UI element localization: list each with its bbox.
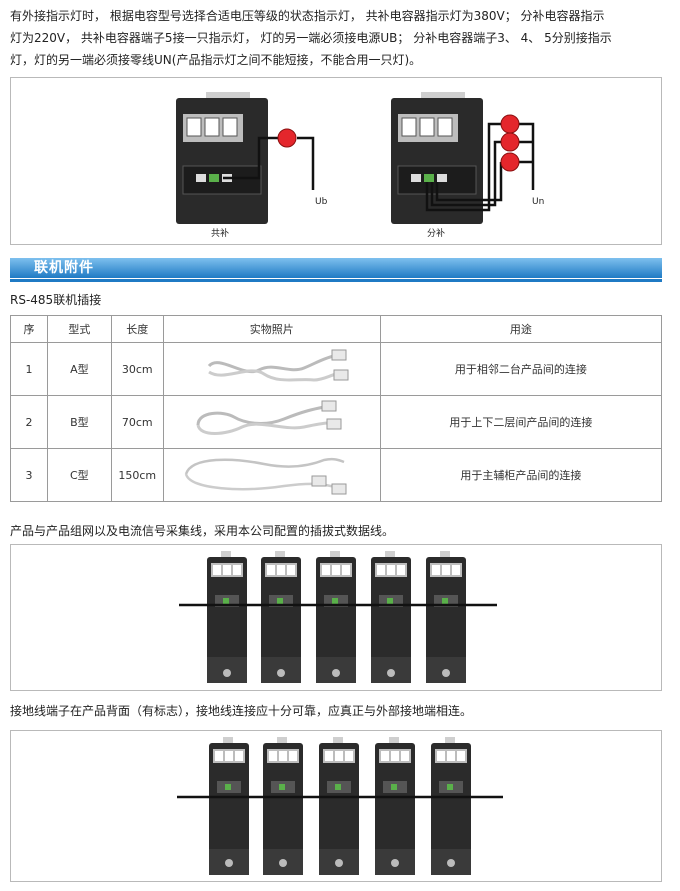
header-length: 长度 [110,315,164,343]
row-length: 70cm [110,395,164,449]
intro-line-2: 灯为220V， 共补电容器端子5接一只指示灯， 灯的另一端必须接电源UB； 分补… [10,31,612,45]
accessory-table: 序 型式 长度 实物照片 用途 1 A型 30cm 用于相邻二台产品间的连接 2… [10,315,663,502]
terminal-label-un: Un [532,197,544,207]
row-use: 用于相邻二台产品间的连接 [379,342,663,396]
network-paragraph: 产品与产品组网以及电流信号采集线，采用本公司配置的插拔式数据线。 [10,524,395,538]
indicator-lamp-icon [277,128,297,148]
cable-photo [162,342,381,396]
cable-a-icon [207,349,349,382]
row-use: 用于主辅柜产品间的连接 [379,448,663,502]
ground-diagram [177,737,503,875]
row-no: 2 [10,395,48,449]
network-diagram [179,551,497,683]
row-no: 3 [10,448,48,502]
network-figure [10,544,662,691]
capacitor-device-left [176,92,268,224]
cable-photo [162,448,381,502]
row-type: A型 [46,342,112,396]
header-type: 型式 [46,315,112,343]
table-row: 1 A型 30cm 用于相邻二台产品间的连接 [10,342,663,396]
row-no: 1 [10,342,48,396]
intro-paragraph: 有外接指示灯时， 根据电容型号选择合适电压等级的状态指示灯， 共补电容器指示灯为… [10,5,668,71]
caption-split: 分补 [427,227,445,239]
terminal-label-ub: Ub [315,197,328,207]
row-type: B型 [46,395,112,449]
indicator-lamp-icon [500,114,520,134]
row-length: 30cm [110,342,164,396]
row-type: C型 [46,448,112,502]
intro-line-1: 有外接指示灯时， 根据电容型号选择合适电压等级的状态指示灯， 共补电容器指示灯为… [10,9,605,23]
caption-common: 共补 [211,227,229,239]
indicator-lamp-icon [500,132,520,152]
cable-photo [162,395,381,449]
wiring-diagram: Ub Un 共补 分补 [176,92,544,239]
table-header-row: 序 型式 长度 实物照片 用途 [10,315,663,343]
wiring-figure: Ub Un 共补 分补 [10,77,662,245]
cable-b-icon [196,400,342,435]
ground-paragraph: 接地线端子在产品背面（有标志），接地线连接应十分可靠，应真正与外部接地端相连。 [10,704,473,718]
capacitor-device-right [391,92,483,224]
section-title: 联机附件 [34,260,94,276]
table-row: 2 B型 70cm 用于上下二层间产品间的连接 [10,395,663,449]
intro-line-3: 灯，灯的另一端必须接零线UN(产品指示灯之间不能短接，不能合用一只灯)。 [10,53,422,67]
header-no: 序 [10,315,48,343]
cable-c-icon [184,457,347,495]
rs485-subtitle: RS-485联机插接 [10,293,102,307]
header-photo: 实物照片 [162,315,381,343]
ground-figure [10,730,662,882]
table-row: 3 C型 150cm 用于主辅柜产品间的连接 [10,448,663,502]
device-row [209,737,471,875]
device-row [207,551,466,683]
indicator-lamp-icon [500,152,520,172]
section-header: 联机附件 [10,258,662,284]
row-length: 150cm [110,448,164,502]
header-use: 用途 [379,315,663,343]
row-use: 用于上下二层间产品间的连接 [379,395,663,449]
